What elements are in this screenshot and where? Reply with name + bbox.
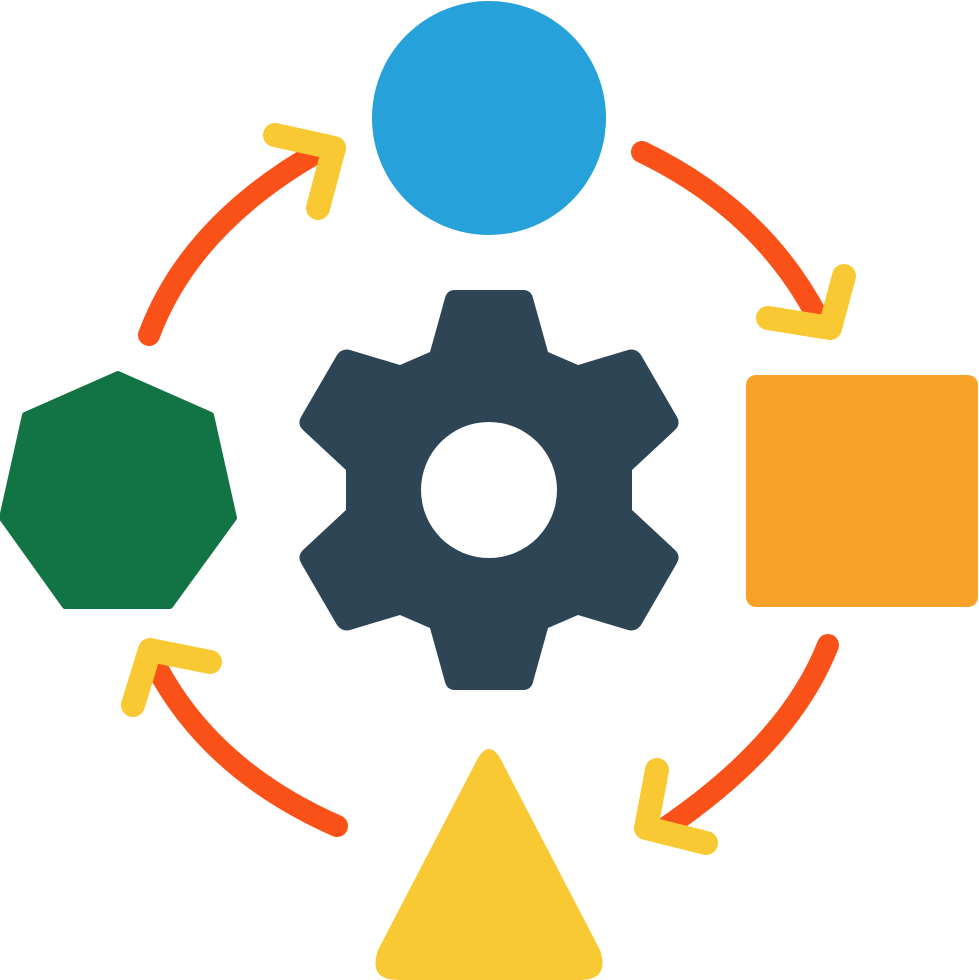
arrow-top-left-head xyxy=(263,123,346,220)
arrow-top-right-head xyxy=(756,264,856,340)
arrow-bottom-left xyxy=(121,638,348,837)
heptagon-shape-icon xyxy=(0,371,237,609)
cycle-arrows-icon xyxy=(121,123,856,855)
square-shape-icon xyxy=(746,375,978,607)
arrow-top-right-line xyxy=(631,141,829,329)
arrow-top-right xyxy=(631,141,856,340)
arrow-bottom-left-line xyxy=(144,653,348,837)
gear-hole xyxy=(421,422,557,558)
arrow-top-left-line xyxy=(138,141,329,346)
arrow-bottom-right-head xyxy=(634,758,718,855)
arrow-bottom-left-head xyxy=(121,638,222,717)
arrow-top-left xyxy=(138,123,346,346)
arrow-bottom-right-line xyxy=(657,634,839,837)
arrow-bottom-right xyxy=(634,634,839,855)
circle-shape-icon xyxy=(372,1,606,235)
triangle-shape-icon xyxy=(375,749,603,980)
gear-icon xyxy=(299,290,679,690)
